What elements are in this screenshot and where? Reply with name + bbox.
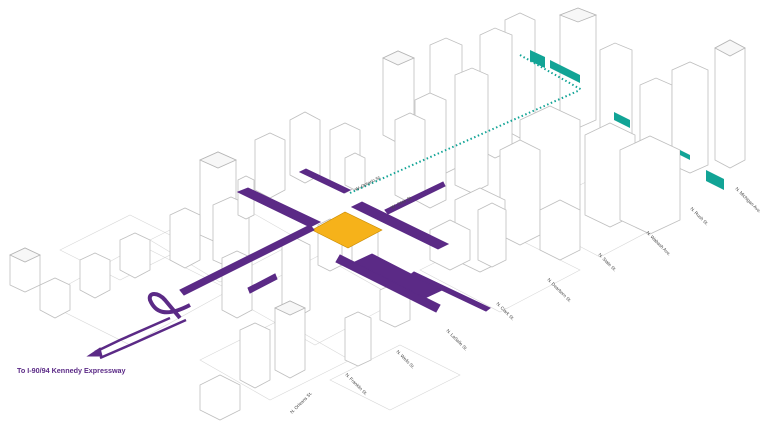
route-ontario-east xyxy=(350,201,450,250)
expressway-label: To I-90/94 Kennedy Expressway xyxy=(17,366,126,375)
expressway-arrow-2 xyxy=(99,318,187,360)
route-clark xyxy=(409,271,491,312)
transit-elevated-4 xyxy=(680,150,690,160)
access-routes xyxy=(86,168,491,360)
street-label-rush: N. Rush St. xyxy=(689,206,709,226)
street-label-wabash: N. Wabash Ave. xyxy=(645,230,672,257)
transit-elevated-2 xyxy=(550,60,580,83)
street-label-michigan: N. Michigan Ave. xyxy=(734,186,762,214)
route-mid-connector xyxy=(247,273,278,294)
route-ontario xyxy=(236,187,322,228)
city-buildings xyxy=(9,7,746,421)
transit-line xyxy=(349,50,724,194)
route-ohio xyxy=(298,168,352,194)
street-label-orleans: N. Orleans St. xyxy=(289,391,313,415)
project-site xyxy=(311,211,383,249)
route-kennedy-connector xyxy=(179,224,315,296)
street-label-state: N. State St. xyxy=(597,252,617,272)
expressway-arrow-1 xyxy=(94,316,171,354)
street-label-lasalle: N. LaSalle St. xyxy=(445,328,468,351)
street-label-wells: N. Wells St. xyxy=(395,349,415,369)
street-label-franklin: N. Franklin St. xyxy=(344,372,368,396)
route-ohio-east xyxy=(384,181,446,215)
transit-elevated-3 xyxy=(614,112,630,128)
expressway-arrowhead xyxy=(86,347,103,357)
expressway-ramp xyxy=(147,292,191,320)
transit-elevated-5 xyxy=(706,170,724,190)
transit-elevated-1 xyxy=(530,50,545,68)
